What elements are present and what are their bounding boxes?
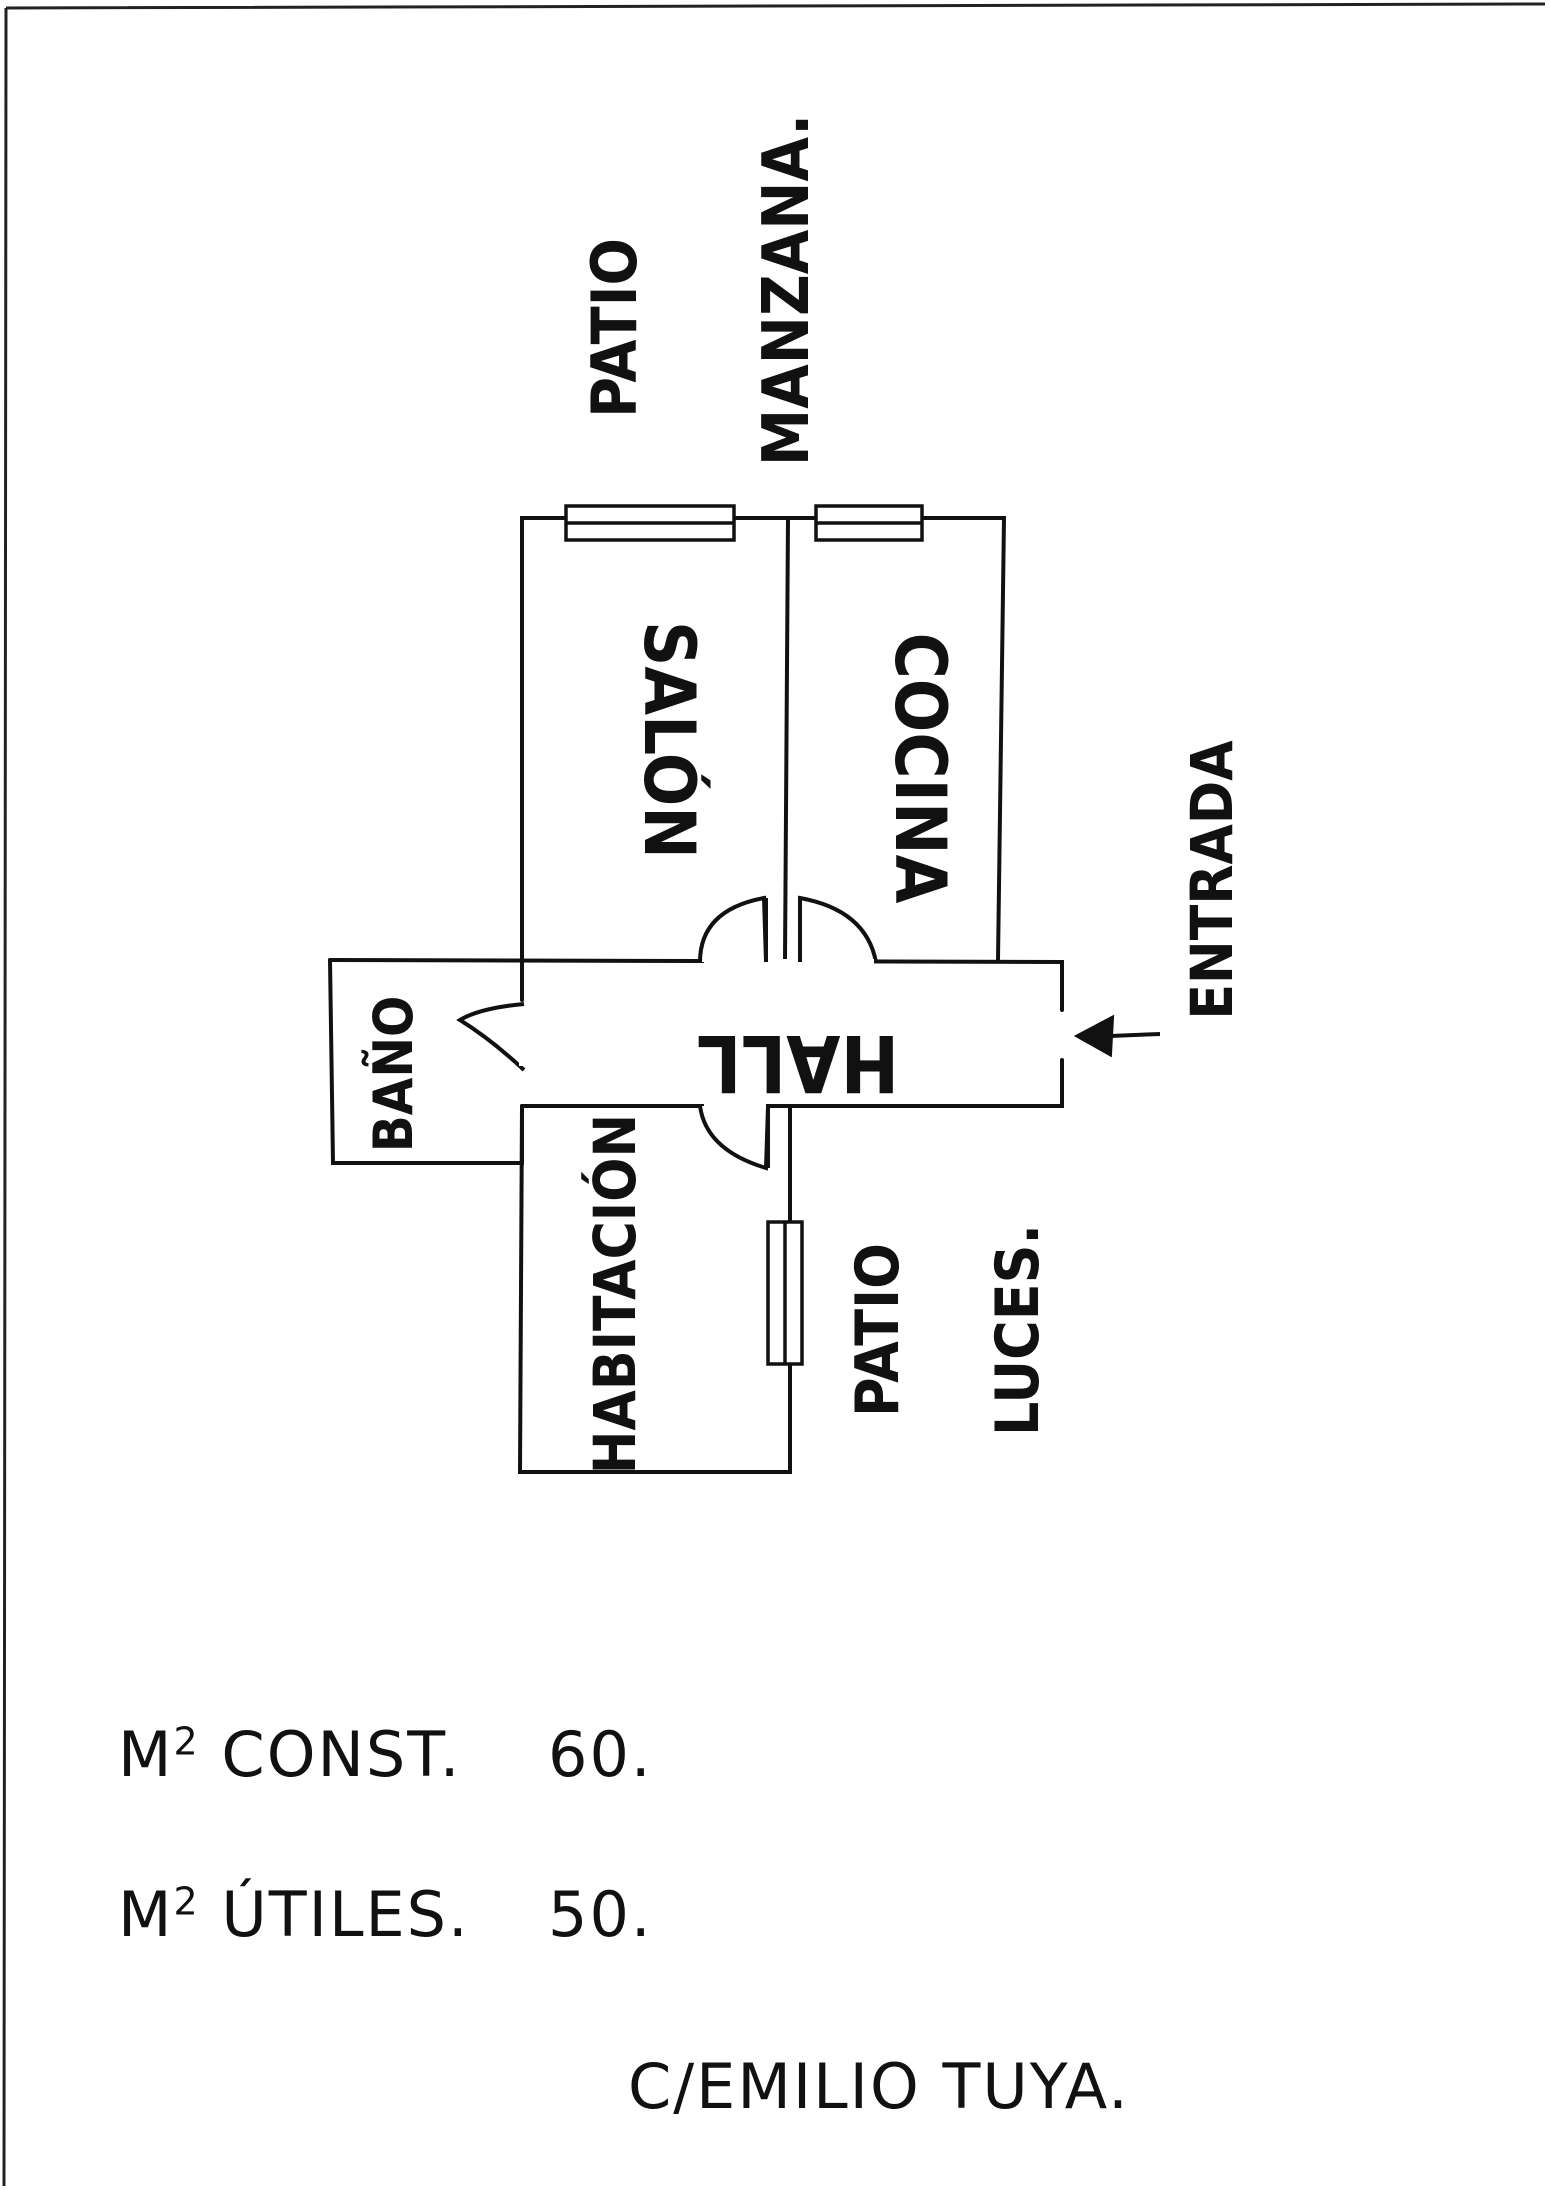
note-useful-prefix: M (118, 1878, 174, 1951)
label-patio-manzana-1: PATIO (578, 238, 651, 418)
note-constructed-label: CONST. (221, 1718, 462, 1791)
label-patio-luces-1: PATIO (843, 1243, 913, 1417)
note-useful: M2 ÚTILES. 50. (118, 1878, 651, 1951)
label-hall: HALL (697, 1017, 899, 1107)
note-useful-label: ÚTILES. (221, 1878, 470, 1951)
note-constructed: M2 CONST. 60. (118, 1718, 651, 1791)
door-habitacion (698, 1105, 770, 1171)
note-constructed-prefix: M (118, 1718, 174, 1791)
note-useful-sup: 2 (173, 1879, 200, 1924)
entrance-arrow (1073, 1014, 1161, 1058)
label-entrada: ENTRADA (1178, 740, 1246, 1020)
label-bano: BAÑO (362, 996, 425, 1153)
salon-cocina-walls (520, 516, 1007, 962)
note-address: C/EMILIO TUYA. (628, 2050, 1130, 2123)
label-habitacion: HABITACIÓN (580, 1114, 649, 1474)
door-bano (456, 1002, 526, 1072)
label-patio-manzana-2: MANZANA. (750, 114, 824, 466)
door-cocina (798, 895, 878, 963)
label-cocina: COCINA (879, 633, 961, 904)
note-address-text: C/EMILIO TUYA. (628, 2050, 1130, 2123)
label-patio-luces-2: LUCES. (983, 1224, 1053, 1436)
salon-cocina-partition (783, 516, 790, 962)
label-salon: SALÓN (628, 621, 710, 859)
bano-walls (328, 958, 524, 1165)
hall-walls-top (328, 958, 1064, 1012)
note-constructed-value: 60. (548, 1718, 653, 1791)
note-constructed-sup: 2 (173, 1719, 200, 1764)
door-salon (698, 895, 768, 963)
note-useful-value: 50. (548, 1878, 653, 1951)
